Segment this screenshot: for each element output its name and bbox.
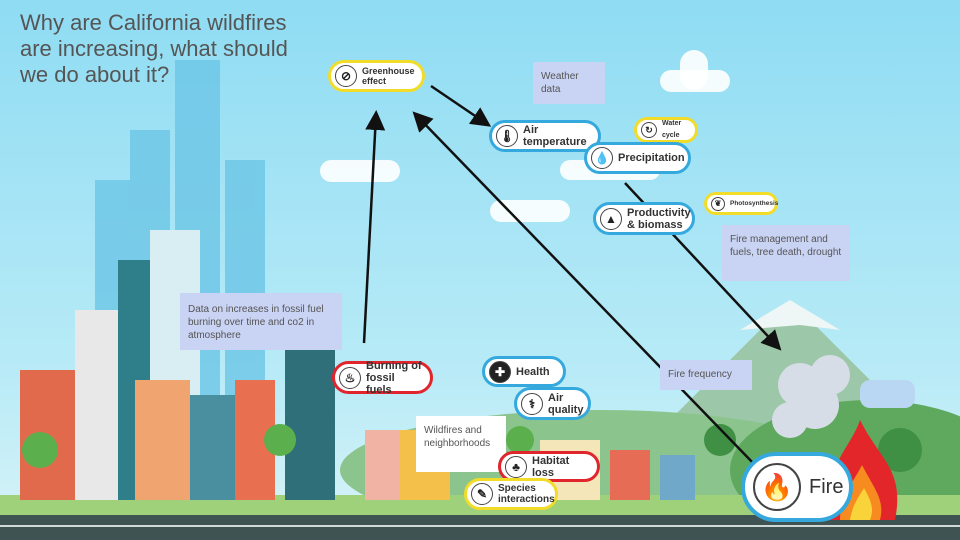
cloud	[680, 50, 708, 90]
node-fire[interactable]: 🔥Fire	[741, 452, 853, 522]
node-productivity-biomass[interactable]: ▲Productivity & biomass	[593, 202, 695, 235]
node-habitat-loss[interactable]: ♣Habitat loss	[498, 451, 600, 482]
smoke	[772, 355, 915, 438]
node-burning-fossil-fuels[interactable]: ♨Burning of fossil fuels	[332, 360, 433, 396]
water-cycle-icon: ↻	[641, 122, 657, 138]
note-fire-management[interactable]: Fire management and fuels, tree death, d…	[722, 225, 850, 281]
node-air-quality[interactable]: ⚕Air quality	[514, 387, 591, 420]
forest-icon: ▲	[600, 207, 622, 230]
node-greenhouse-effect[interactable]: ⊘Greenhouse effect	[328, 60, 425, 92]
thermometer-icon: 🌡	[496, 125, 518, 147]
slide-title: Why are California wildfires are increas…	[20, 10, 288, 87]
note-weather-data[interactable]: Weather data	[533, 62, 605, 104]
node-species-interactions[interactable]: ✎Species interactions	[464, 478, 558, 510]
lungs-icon: ⚕	[521, 392, 543, 415]
arrow	[362, 110, 386, 344]
node-health[interactable]: ✚Health	[482, 356, 566, 387]
cloud	[320, 160, 400, 182]
node-air-temperature[interactable]: 🌡Air temperature	[489, 120, 601, 152]
note-fossil-data[interactable]: Data on increases in fossil fuel burning…	[180, 293, 342, 350]
flame-icon: 🔥	[753, 463, 801, 511]
species-icon: ✎	[471, 483, 493, 505]
node-precipitation[interactable]: 💧Precipitation	[584, 142, 691, 174]
node-photosynthesis[interactable]: ❦Photosynthesis	[704, 192, 778, 215]
arrow	[430, 84, 492, 127]
cloud	[490, 200, 570, 222]
factory-icon: ♨	[339, 366, 361, 389]
note-neighborhoods[interactable]: Wildfires and neighborhoods	[416, 416, 506, 472]
leaf-icon: ❦	[711, 196, 725, 211]
arrow	[412, 111, 756, 466]
note-fire-frequency[interactable]: Fire frequency	[660, 360, 752, 390]
node-water-cycle[interactable]: ↻Water cycle	[634, 117, 698, 143]
habitat-icon: ♣	[505, 455, 527, 478]
rain-drops-icon: 💧	[591, 147, 613, 169]
health-cross-icon: ✚	[489, 360, 511, 383]
greenhouse-icon: ⊘	[335, 65, 357, 87]
